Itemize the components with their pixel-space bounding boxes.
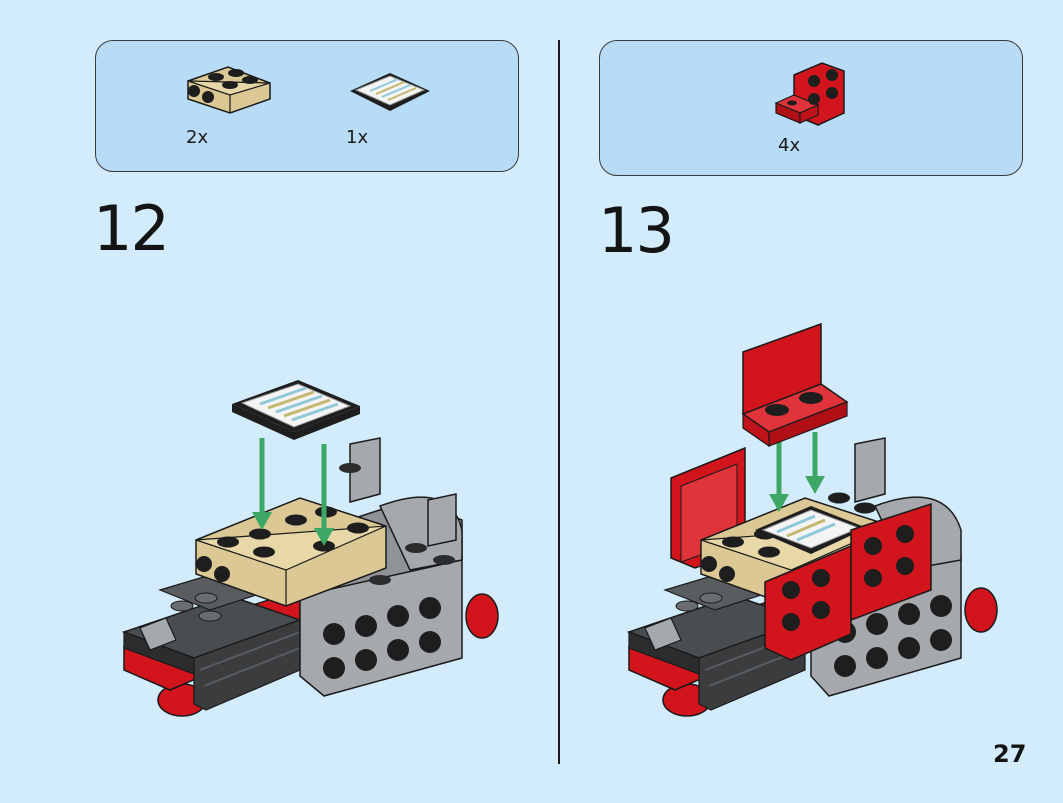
page-number: 27 (993, 740, 1027, 768)
green-arrow (252, 438, 334, 546)
column-divider (558, 40, 560, 764)
step-number: 13 (598, 194, 675, 267)
red-bracket (741, 322, 849, 448)
side-studs (323, 597, 441, 679)
step-12-build-illustration (121, 380, 499, 717)
red-bracket-part-icon (774, 62, 845, 126)
parts-callout-step-12: 2x 1x (95, 40, 519, 172)
step-number: 12 (93, 192, 170, 265)
printed-tile (232, 380, 360, 440)
parts-callout-step-13: 4x (599, 40, 1023, 176)
part-quantity: 2x (186, 127, 209, 148)
printed-tile-part-icon (350, 73, 430, 111)
green-arrow (769, 432, 825, 512)
tan-plate-part-icon (187, 66, 271, 114)
step-13-build-illustration (626, 322, 998, 717)
part-quantity: 1x (346, 127, 369, 148)
part-quantity: 4x (778, 135, 801, 156)
